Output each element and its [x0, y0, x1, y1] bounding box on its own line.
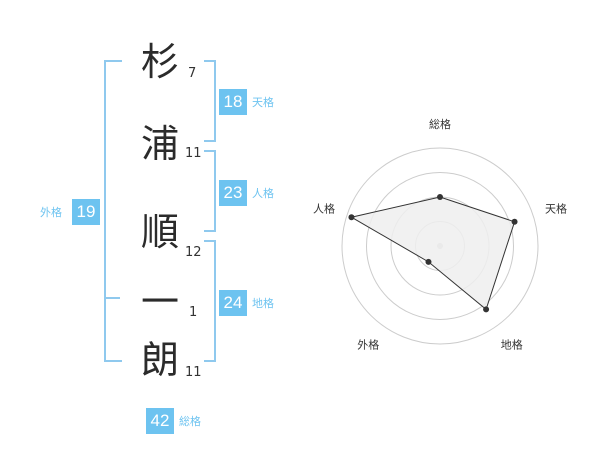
- radar-point: [348, 214, 355, 221]
- name-char-4: 一: [140, 280, 179, 324]
- soukaku-value: 42: [146, 408, 174, 434]
- stroke-count-1: 7: [188, 66, 197, 81]
- jinkaku-label: 人格: [252, 187, 274, 200]
- tenkaku-value: 18: [219, 89, 247, 115]
- gaikaku-label: 外格: [40, 206, 62, 219]
- name-char-1: 杉: [140, 40, 179, 84]
- radar-axis-label: 地格: [501, 338, 523, 352]
- gaikaku-bracket-divider: [104, 297, 120, 299]
- radar-axis-label: 総格: [429, 117, 451, 131]
- name-char-3: 順: [140, 210, 179, 254]
- radar-point: [437, 194, 443, 200]
- radar-axis-label: 天格: [545, 201, 567, 215]
- radar-ring: [366, 172, 514, 320]
- chikaku-bracket: [204, 240, 216, 362]
- stroke-count-4: 1: [189, 305, 198, 320]
- radar-point: [483, 306, 490, 313]
- name-char-2: 浦: [140, 122, 179, 166]
- stroke-count-5: 11: [185, 365, 202, 380]
- stroke-count-3: 12: [185, 245, 202, 260]
- gaikaku-bracket: [104, 60, 122, 362]
- radar-axis-label: 外格: [357, 338, 379, 352]
- tenkaku-label: 天格: [252, 96, 274, 109]
- jinkaku-value: 23: [219, 180, 247, 206]
- jinkaku-bracket: [204, 150, 216, 232]
- tenkaku-bracket: [204, 60, 216, 142]
- radar-ring: [341, 147, 539, 345]
- radar-axis-label: 人格: [313, 201, 335, 215]
- gaikaku-value: 19: [72, 199, 100, 225]
- chikaku-value: 24: [219, 290, 247, 316]
- soukaku-label: 総格: [179, 415, 201, 428]
- radar-area: [350, 196, 516, 311]
- chikaku-label: 地格: [252, 297, 274, 310]
- radar-point: [511, 218, 518, 225]
- radar-point: [425, 258, 432, 265]
- name-char-5: 朗: [140, 338, 179, 382]
- stroke-count-2: 11: [185, 146, 202, 161]
